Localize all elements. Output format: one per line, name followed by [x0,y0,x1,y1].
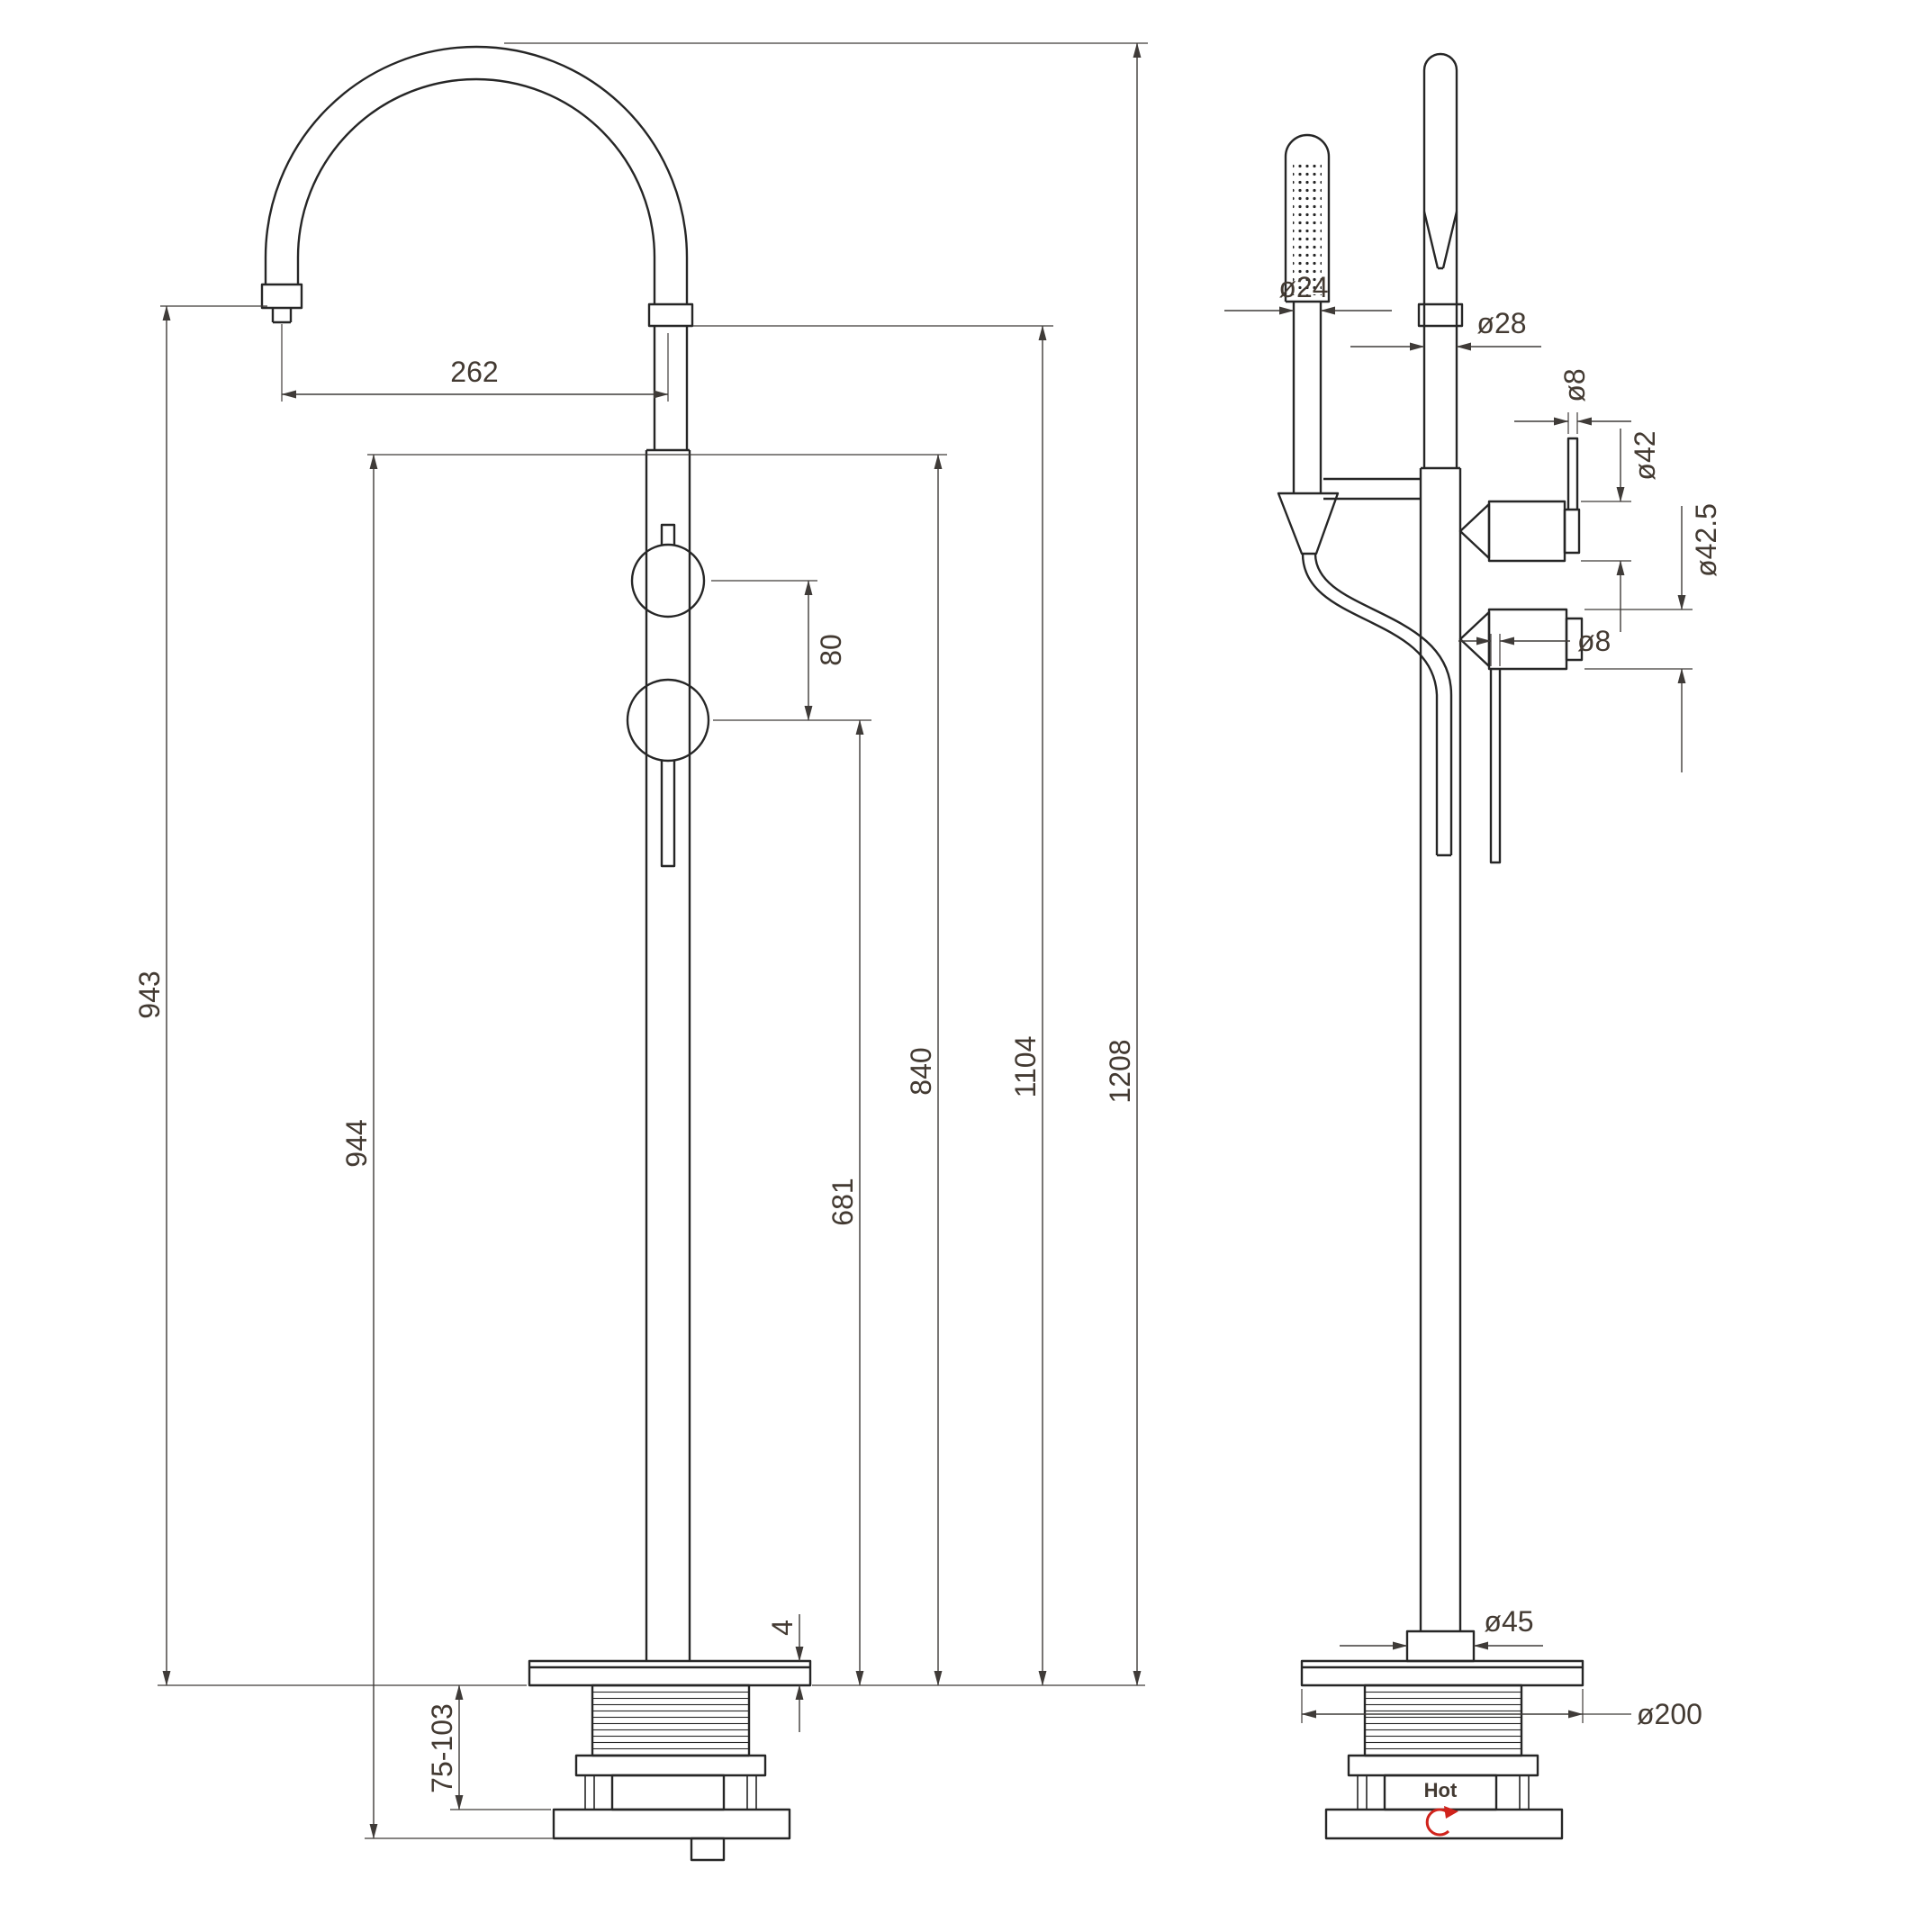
base-plate-side [1300,1659,1584,1687]
spray-face [1293,164,1322,295]
fixing-studs [584,1775,757,1810]
dim-label-handset-dia: ø24 [1278,271,1328,303]
dim-label-bottom-stem-dia: ø8 [1577,625,1611,657]
bottom-valve-lever [1489,669,1502,864]
top-valve-stem [1566,437,1579,510]
dim-label-base-plate-dia: ø200 [1637,1698,1702,1730]
top-knob [630,543,706,618]
side-column [1405,466,1476,1663]
dim-label-floor-depth: 75-103 [426,1703,458,1793]
threaded-shank [591,1684,751,1757]
base-collar [1405,1630,1476,1663]
bottom-lever [660,761,676,868]
front-view: 262 943 944 75-103 80 681 840 1104 1208 … [133,42,1148,1862]
dim-label-top-valve-dia: ø42 [1629,430,1661,480]
hot-arrow-head [1444,1806,1458,1819]
control-knobs [626,523,710,868]
column-outline [645,448,691,1661]
side-valves [1458,437,1584,864]
dim-label-spout-reach: 262 [450,356,498,388]
front-dimension-lines [162,42,1142,1839]
side-view: Hot ø24 ø28 ø8 ø4 [1224,52,1722,1840]
front-extension-lines [158,42,1148,1839]
mounting-body [610,1774,726,1811]
spout-outline [260,45,694,450]
spout-mouth-profile [1422,211,1458,270]
base-plate [528,1659,812,1687]
base-assembly-side [1300,1659,1584,1840]
side-dimension-lines [1224,306,1686,1719]
dim-label-column-height: 944 [340,1119,373,1167]
handset-bracket [1323,477,1421,501]
dim-label-overall-height: 1208 [1104,1039,1136,1103]
fixing-studs-side [1357,1775,1530,1810]
hot-rotation-arrow [1425,1808,1450,1837]
top-valve-body [1487,500,1566,563]
bottom-valve-body [1487,608,1568,671]
clamp-flange-side [1347,1754,1539,1777]
handset-head [1284,133,1331,303]
spout-tip [271,308,293,324]
bottom-knob [626,678,710,763]
dim-label-column-dia: ø28 [1476,307,1526,339]
dim-label-lower-handle-height: 681 [826,1178,859,1225]
dim-label-handle-spacing: 80 [815,634,847,666]
shower-hose [1301,553,1453,857]
clamp-flange [574,1754,767,1777]
threaded-shank-side [1363,1684,1523,1757]
handshower [1277,133,1453,857]
hot-label: Hot [1424,1779,1458,1801]
front-dimension-labels: 262 943 944 75-103 80 681 840 1104 1208 … [133,356,1136,1793]
spout-collar [647,302,694,328]
side-spout-collar [1417,302,1464,328]
dim-label-plate-thickness: 4 [766,1620,799,1636]
top-lever [660,523,676,545]
dim-label-base-collar-dia: ø45 [1484,1605,1533,1638]
hot-indicator: Hot [1424,1779,1458,1837]
base-assembly-front [528,1659,812,1862]
inlet-fitting [690,1837,726,1862]
mounting-plate [552,1808,791,1840]
dim-label-bottom-valve-dia: ø42.5 [1690,503,1722,577]
side-spout-riser [1417,52,1464,468]
dim-label-body-height: 840 [905,1047,937,1095]
dim-label-spout-height: 943 [133,971,166,1018]
side-dimension-labels: ø24 ø28 ø8 ø42 ø42.5 ø8 ø45 ø200 [1278,271,1722,1730]
aerator [260,283,303,310]
handset-handle [1292,302,1323,493]
dim-label-top-stem-dia: ø8 [1558,368,1591,402]
dim-label-spout-top-height: 1104 [1009,1036,1042,1098]
handset-holder [1277,492,1340,555]
